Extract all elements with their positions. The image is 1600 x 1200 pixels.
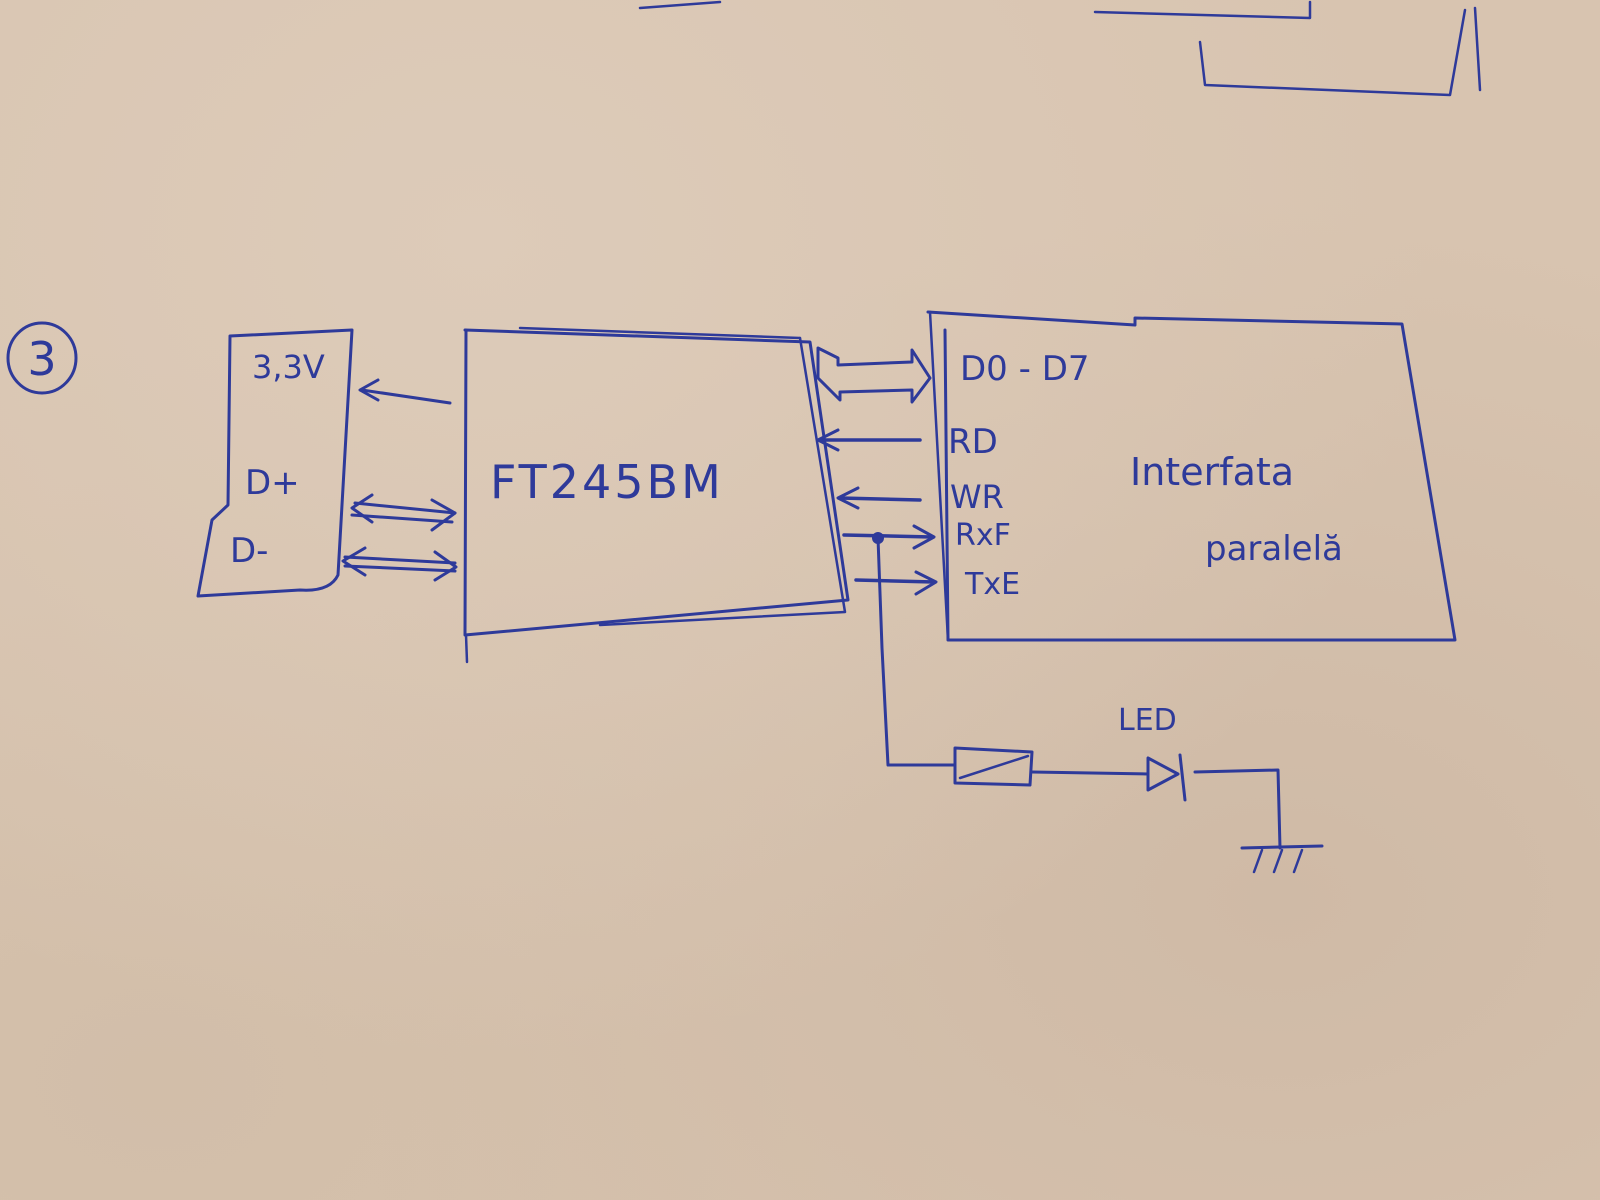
signal-rxf: RxF: [955, 518, 1011, 553]
signal-txe: TxE: [964, 567, 1020, 602]
step-marker: 3: [6, 321, 78, 395]
chip-label: FT245BM: [490, 455, 724, 509]
usb-pin-dplus: D+: [245, 463, 300, 503]
usb-connector-box: 3,3V D+ D-: [196, 328, 354, 598]
led-branch: LED: [872, 532, 1324, 874]
signal-d0-d7: D0 - D7: [960, 349, 1090, 389]
usb-pin-3v3: 3,3V: [252, 348, 325, 386]
signal-wr: WR: [950, 478, 1004, 516]
signal-rd: RD: [948, 422, 998, 462]
interface-title-line2: paralelă: [1205, 529, 1343, 569]
resistor: [953, 746, 1034, 787]
ground-symbol: [1240, 844, 1324, 874]
chip-box: FT245BM: [463, 326, 850, 664]
signal-arrows: [816, 428, 938, 596]
led-label: LED: [1118, 703, 1177, 738]
top-partial-sketch: [638, 0, 1482, 97]
usb-pin-dminus: D-: [230, 531, 268, 571]
step-marker-number: 3: [27, 332, 56, 386]
parallel-interface-box: Interfata paralelă D0 - D7 RD WR RxF TxE: [926, 310, 1457, 642]
led-diode: [1146, 753, 1187, 802]
usb-chip-arrows: [341, 378, 458, 582]
interface-title-line1: Interfata: [1130, 450, 1294, 494]
data-bus-arrow: [816, 346, 932, 404]
